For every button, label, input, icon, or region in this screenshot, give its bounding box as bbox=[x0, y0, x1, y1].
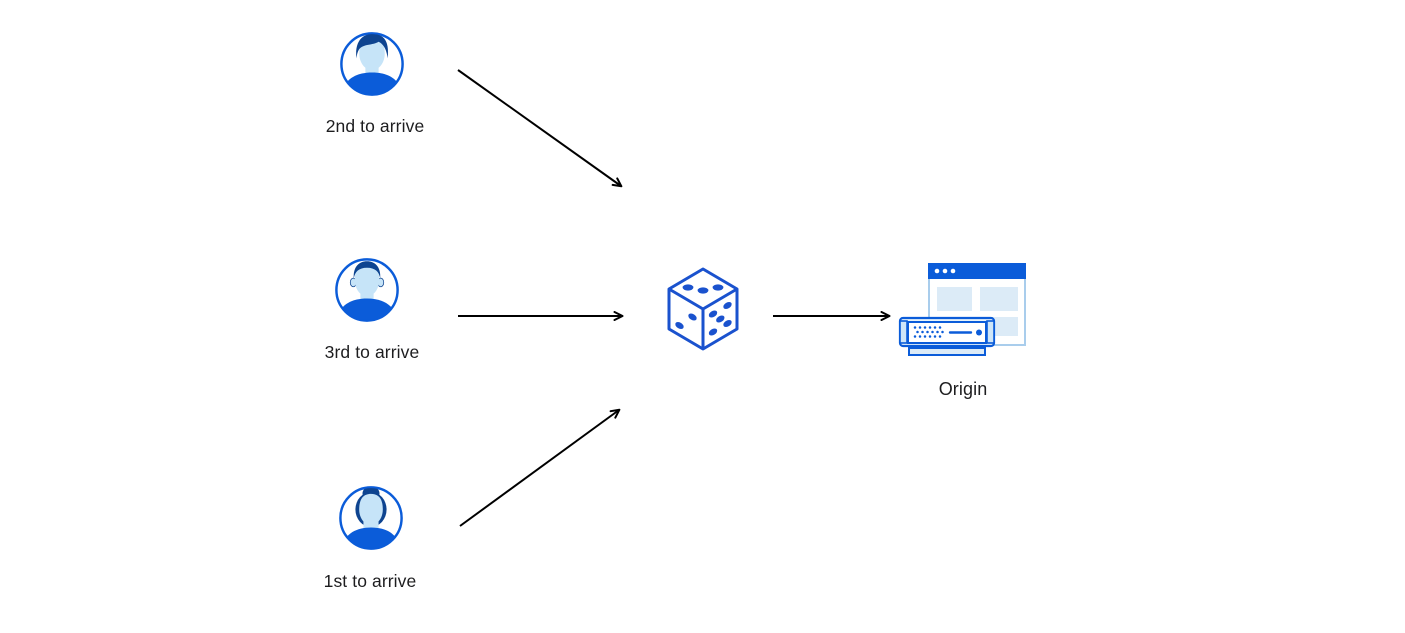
client-middle-label: 3rd to arrive bbox=[324, 342, 420, 362]
origin-label: Origin bbox=[938, 379, 988, 399]
randomizer-node bbox=[667, 267, 739, 351]
edge-client-bottom-to-dice bbox=[459, 408, 621, 527]
client-middle-node bbox=[333, 256, 401, 324]
dice-icon bbox=[667, 267, 739, 351]
origin-node bbox=[898, 261, 1028, 365]
user-avatar-icon bbox=[335, 258, 399, 322]
user-avatar-icon bbox=[339, 486, 403, 550]
edge-client-top-to-dice bbox=[457, 69, 623, 188]
client-bottom-label: 1st to arrive bbox=[323, 571, 417, 591]
client-top-node bbox=[338, 30, 406, 98]
client-top-label: 2nd to arrive bbox=[325, 116, 425, 136]
user-avatar-icon bbox=[340, 32, 404, 96]
client-bottom-node bbox=[337, 484, 405, 552]
origin-server-icon bbox=[898, 263, 1026, 356]
